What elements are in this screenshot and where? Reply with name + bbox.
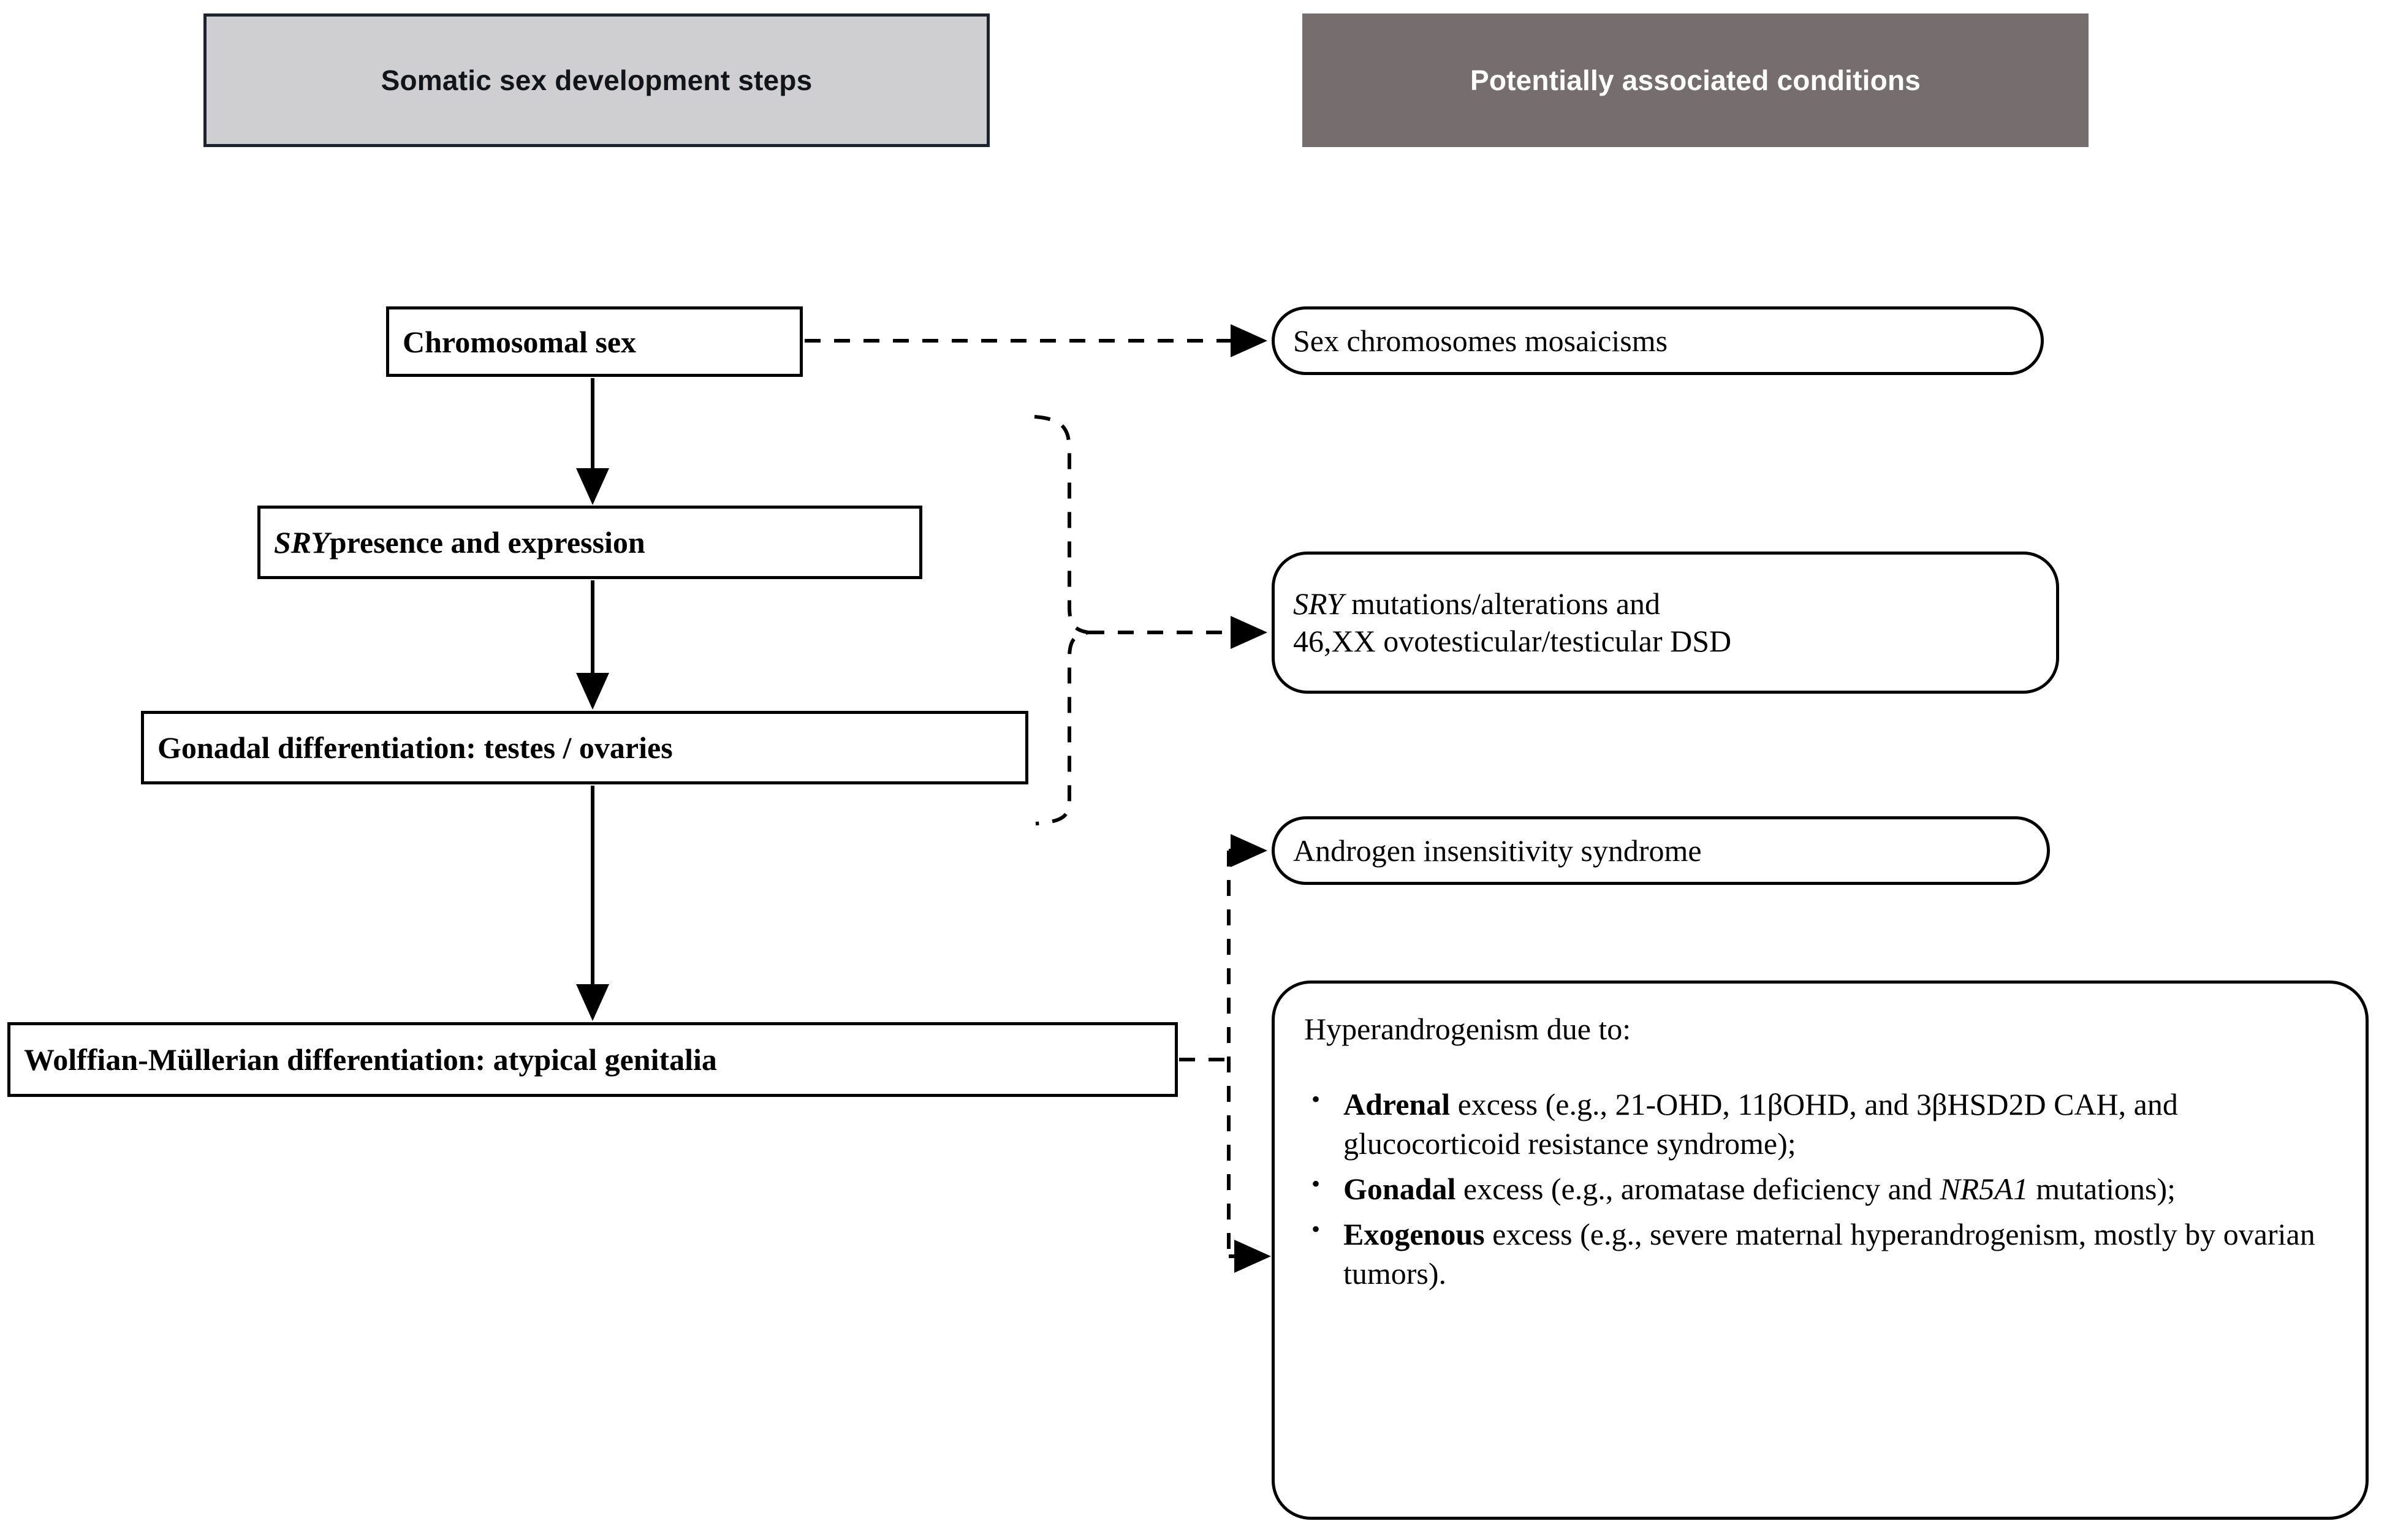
- header-right-label: Potentially associated conditions: [1470, 64, 1921, 96]
- dashed-brace-sry-gonadal: [1034, 415, 1089, 825]
- condition-gene-sry: SRY: [1293, 586, 1344, 621]
- bullet-gonadal-text-post: mutations);: [2028, 1172, 2176, 1206]
- bullet-exogenous-excess: Exogenous excess (e.g., severe maternal …: [1296, 1213, 2345, 1293]
- step-label-sry-rest: presence and expression: [329, 525, 645, 559]
- bullet-adrenal-keyword: Adrenal: [1343, 1087, 1451, 1121]
- condition-box-androgen-insensitivity: Androgen insensitivity syndrome: [1272, 816, 2050, 885]
- condition-line-46xx-dsd: 46,XX ovotesticular/testicular DSD: [1293, 624, 1732, 658]
- condition-box-sry-mutations: SRY mutations/alterations and 46,XX ovot…: [1272, 552, 2059, 694]
- condition-label-mosaicisms: Sex chromosomes mosaicisms: [1293, 323, 1668, 358]
- condition-label-androgen-insensitivity: Androgen insensitivity syndrome: [1293, 833, 1702, 868]
- bullet-gonadal-keyword: Gonadal: [1343, 1172, 1456, 1206]
- step-label-gonadal-differentiation: Gonadal differentiation: testes / ovarie…: [157, 730, 673, 765]
- dashed-line-wolffian-to-riser: [1179, 851, 1231, 1256]
- bullet-gonadal-gene-nr5a1: NR5A1: [1940, 1172, 2028, 1206]
- bullet-gonadal-text-pre: excess (e.g., aromatase deficiency and: [1455, 1172, 1940, 1206]
- bullet-adrenal-text: excess (e.g., 21-OHD, 11βOHD, and 3βHSD2…: [1343, 1087, 2178, 1161]
- step-box-wolffian-mullerian: Wolffian-Müllerian differentiation: atyp…: [7, 1022, 1178, 1097]
- bullet-exogenous-keyword: Exogenous: [1343, 1217, 1485, 1251]
- hyperandrogenism-lead: Hyperandrogenism due to:: [1304, 1012, 1631, 1046]
- condition-box-sex-chromosome-mosaicisms: Sex chromosomes mosaicisms: [1272, 306, 2044, 375]
- step-box-sry-presence: SRY presence and expression: [257, 506, 922, 579]
- header-left-label: Somatic sex development steps: [381, 64, 813, 96]
- step-label-chromosomal-sex: Chromosomal sex: [403, 324, 637, 359]
- hyperandrogenism-bullet-list: Adrenal excess (e.g., 21-OHD, 11βOHD, an…: [1296, 1083, 2345, 1299]
- bullet-exogenous-text: excess (e.g., severe maternal hyperandro…: [1343, 1217, 2315, 1291]
- bullet-gonadal-excess: Gonadal excess (e.g., aromatase deficien…: [1296, 1168, 2345, 1208]
- header-banner-somatic-steps: Somatic sex development steps: [203, 13, 990, 147]
- bullet-adrenal-excess: Adrenal excess (e.g., 21-OHD, 11βOHD, an…: [1296, 1083, 2345, 1163]
- step-box-chromosomal-sex: Chromosomal sex: [386, 306, 803, 377]
- step-box-gonadal-differentiation: Gonadal differentiation: testes / ovarie…: [141, 711, 1028, 784]
- step-label-wolffian-mullerian: Wolffian-Müllerian differentiation: atyp…: [24, 1042, 717, 1077]
- header-banner-associated-conditions: Potentially associated conditions: [1302, 13, 2089, 147]
- condition-box-hyperandrogenism: Hyperandrogenism due to: Adrenal excess …: [1272, 981, 2369, 1520]
- condition-text-sry-mutations: mutations/alterations and: [1343, 586, 1661, 621]
- condition-line-sry-mutations: SRY mutations/alterations and: [1293, 585, 2038, 623]
- step-label-sry-gene: SRY: [274, 525, 330, 559]
